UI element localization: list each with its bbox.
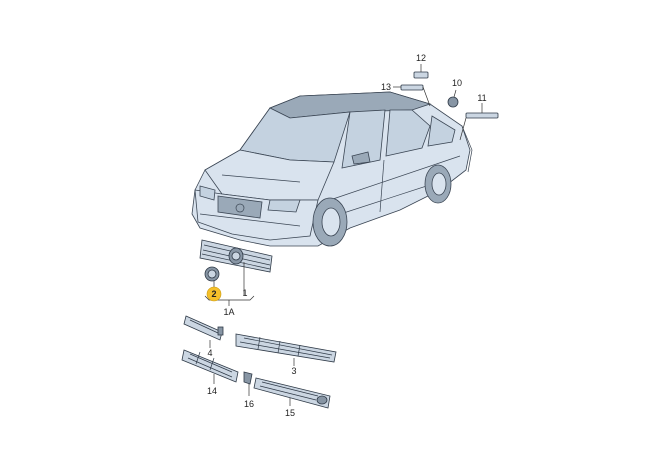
callout-14: 14 (207, 386, 217, 396)
callout-15: 15 (285, 408, 295, 418)
car-illustration (191, 91, 473, 247)
callout-1a: 1A (223, 307, 234, 317)
callout-10: 10 (452, 78, 462, 88)
callout-4: 4 (207, 348, 212, 358)
part-4-left-insert[interactable] (183, 315, 224, 341)
callout-2: 2 (211, 289, 216, 299)
part-11-lettering[interactable] (465, 112, 499, 119)
part-12-badge[interactable] (413, 71, 429, 79)
part-10-emblem[interactable] (447, 96, 459, 108)
highlight-badge (206, 286, 222, 302)
callout-11: 11 (477, 93, 486, 103)
callout-2-highlight: 2 (206, 286, 222, 302)
part-2-front-emblem[interactable] (204, 266, 220, 282)
callout-12: 12 (416, 53, 426, 63)
callout-1: 1 (242, 288, 247, 298)
callout-13: 13 (381, 82, 391, 92)
part-14-left-lower-grille[interactable] (181, 349, 239, 383)
part-3-lower-grille[interactable] (235, 333, 337, 363)
part-15-right-lower-grille[interactable] (253, 377, 331, 409)
callout-16: 16 (244, 399, 254, 409)
part-1-radiator-grille[interactable] (199, 239, 273, 273)
rear-badges (393, 64, 499, 141)
part-13-lettering[interactable] (400, 84, 424, 91)
callout-3: 3 (291, 366, 296, 376)
part-16-clip[interactable] (243, 371, 253, 385)
